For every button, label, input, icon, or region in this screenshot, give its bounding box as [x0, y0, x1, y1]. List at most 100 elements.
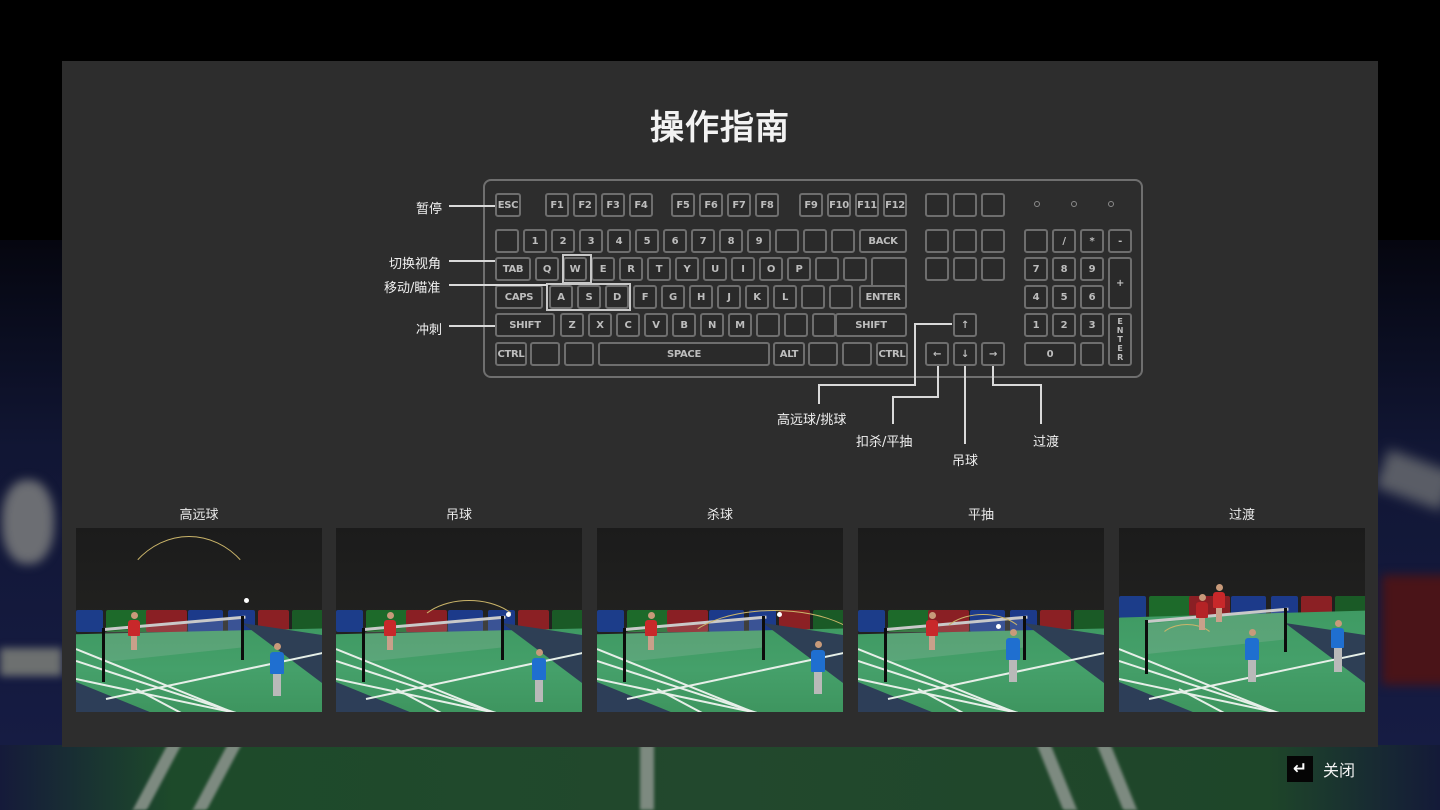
player-red-legs [929, 636, 935, 650]
key-esc: ESC [495, 193, 521, 217]
net-post [884, 628, 887, 682]
key-numpad: 8 [1052, 257, 1076, 281]
player-blue [815, 641, 822, 648]
background-court-line [640, 745, 654, 810]
player-red [929, 612, 936, 619]
key-letter: G [661, 285, 685, 309]
callout-line [892, 396, 894, 424]
key-blank [981, 257, 1005, 281]
advert-board [667, 610, 708, 632]
callout-line [892, 396, 939, 398]
key-alt: ALT [773, 342, 805, 366]
player-red-legs [131, 636, 137, 650]
key-f10: F10 [827, 193, 851, 217]
callout-line [992, 366, 994, 386]
key-blank [925, 193, 949, 217]
background-blur-shape [1382, 575, 1440, 685]
callout-line [818, 384, 916, 386]
key-numpad [1024, 229, 1048, 253]
callout-smash-drive: 扣杀/平抽 [856, 435, 913, 450]
callout-line [449, 325, 495, 327]
key-letter: W [563, 257, 587, 281]
key-letter: V [644, 313, 668, 337]
advert-board [1149, 596, 1198, 618]
key-number: 3 [579, 229, 603, 253]
background-court-floor [0, 745, 1440, 810]
key-label-char: E [1117, 317, 1123, 326]
key-f9: F9 [799, 193, 823, 217]
key-letter: H [689, 285, 713, 309]
key-number: 4 [607, 229, 631, 253]
key-letter: J [717, 285, 741, 309]
shot-preview-image [858, 528, 1104, 712]
key-ctrl-right: CTRL [876, 342, 908, 366]
advert-board [258, 610, 289, 632]
shot-preview-image [1119, 528, 1365, 712]
callout-line [992, 384, 1042, 386]
shuttle-trajectory [1157, 624, 1217, 664]
background-blur-shape [0, 648, 62, 676]
shot-label: 杀球 [706, 508, 733, 523]
callout-clear-lift: 高远球/挑球 [777, 413, 847, 428]
player-blue [274, 643, 281, 650]
key-f4: F4 [629, 193, 653, 217]
page-title: 操作指南 [650, 108, 790, 148]
advert-board [1074, 610, 1104, 632]
player-blue-legs [1009, 660, 1017, 682]
player-red-body [128, 620, 140, 636]
shuttle-trajectory [938, 614, 1028, 674]
player-blue-body [811, 650, 825, 672]
shot-label: 平抽 [967, 508, 994, 523]
key-ctrl-left: CTRL [495, 342, 527, 366]
key-blank [564, 342, 594, 366]
key-number: 9 [747, 229, 771, 253]
close-button[interactable]: ↵ 关闭 [1287, 756, 1355, 782]
shuttlecock [506, 612, 511, 617]
shot-label: 吊球 [445, 508, 472, 523]
key-letter: D [605, 285, 629, 309]
player-blue-legs [814, 672, 822, 694]
advert-board [1040, 610, 1071, 632]
key-blank [981, 193, 1005, 217]
player-blue [1010, 629, 1017, 636]
key-letter: P [787, 257, 811, 281]
player-red-body [1213, 592, 1225, 608]
player-red-body [645, 620, 657, 636]
callout-line [937, 366, 939, 398]
key-number: 2 [551, 229, 575, 253]
key-letter: I [731, 257, 755, 281]
key-label-char: T [1117, 335, 1123, 344]
key-blank [925, 257, 949, 281]
player-red-2 [1199, 594, 1206, 601]
net-post [1284, 608, 1287, 652]
key-numpad: 3 [1080, 313, 1104, 337]
key-label-char: R [1117, 353, 1123, 362]
net-post [362, 628, 365, 682]
player-blue [536, 649, 543, 656]
advert-board [597, 610, 624, 632]
callout-line [914, 323, 952, 325]
close-label: 关闭 [1323, 761, 1356, 780]
key-shift-right: SHIFT [835, 313, 907, 337]
shuttle-trajectory [414, 600, 524, 670]
shot-card-drop: 吊球 [336, 504, 582, 712]
net-post [623, 628, 626, 682]
shot-preview-image [597, 528, 843, 712]
key-numpad: 5 [1052, 285, 1076, 309]
callout-switch-view: 切换视角 [389, 257, 442, 272]
key-f7: F7 [727, 193, 751, 217]
player-blue-legs [535, 680, 543, 702]
key-numpad: 7 [1024, 257, 1048, 281]
callout-drop: 吊球 [952, 454, 979, 469]
key-numpad: - [1108, 229, 1132, 253]
key-number [495, 229, 519, 253]
key-f8: F8 [755, 193, 779, 217]
key-letter: Y [675, 257, 699, 281]
callout-line [449, 205, 495, 207]
key-shift-left: SHIFT [495, 313, 555, 337]
player-blue-legs [273, 674, 281, 696]
key-letter: Z [560, 313, 584, 337]
player-red-legs [387, 636, 393, 650]
shot-preview-image [336, 528, 582, 712]
key-caps: CAPS [495, 285, 543, 309]
